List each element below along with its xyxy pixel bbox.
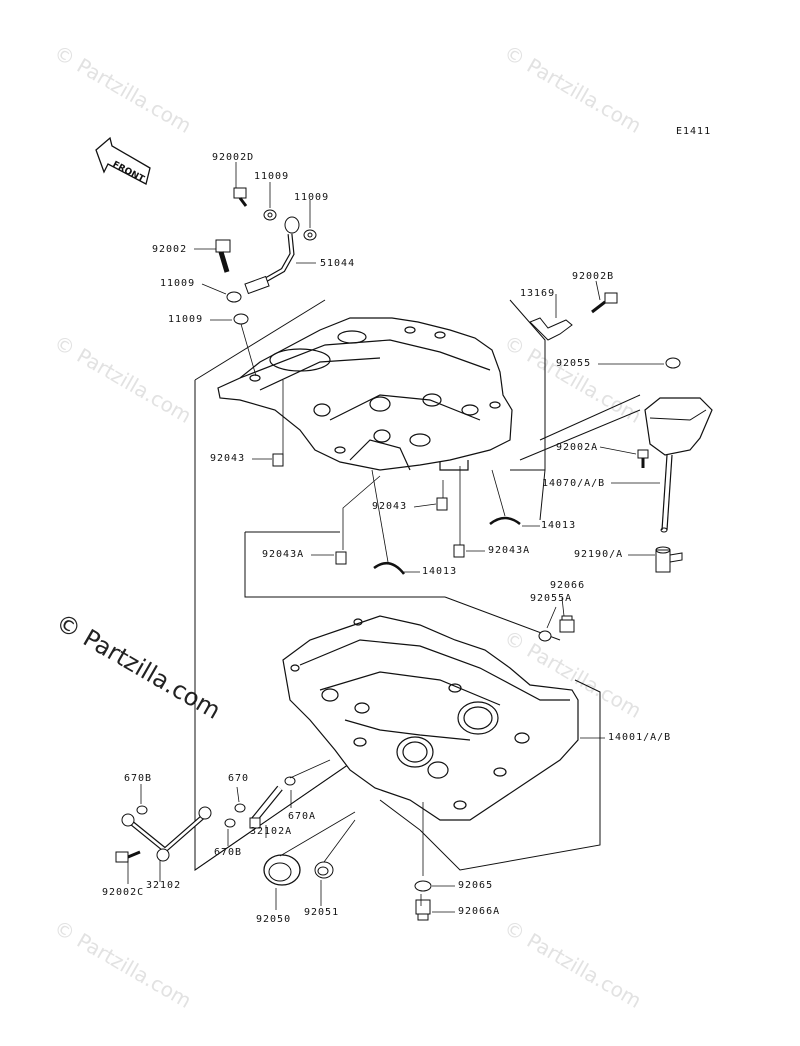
part-label-92043: 92043 (372, 501, 408, 512)
part-label-92066A: 92066A (458, 906, 501, 917)
part-label-14013: 14013 (422, 566, 458, 577)
part-label-670A: 670A (288, 811, 317, 822)
upper-crankcase (217, 317, 513, 471)
oil-pipe-51044 (244, 216, 300, 295)
bolt-92002A (637, 449, 649, 468)
bolt-92002D (233, 187, 248, 207)
bearing-14013 (373, 561, 405, 575)
part-label-14070: 14070/A/B (542, 478, 606, 489)
o-ring-670 (234, 803, 246, 813)
breather-cover-14070 (644, 357, 713, 533)
plug-92066 (559, 615, 575, 633)
part-label-92043A: 92043A (488, 545, 531, 556)
o-ring-670B (224, 818, 236, 828)
part-label-92043A: 92043A (262, 549, 305, 560)
part-label-32102A: 32102A (250, 826, 293, 837)
part-label-92190: 92190/A (574, 549, 624, 560)
bracket-13169 (529, 317, 573, 341)
banjo-bolt-92002 (215, 239, 231, 273)
o-ring-670B (136, 805, 148, 815)
grommet-92190 (655, 546, 683, 573)
part-label-670B: 670B (214, 847, 243, 858)
part-label-32102: 32102 (146, 880, 182, 891)
part-label-11009: 11009 (168, 314, 204, 325)
part-label-11009: 11009 (160, 278, 196, 289)
part-label-92051: 92051 (304, 907, 340, 918)
part-label-51044: 51044 (320, 258, 356, 269)
oil-seal-92050 (263, 854, 301, 886)
oil-pipe-32102 (121, 806, 212, 862)
part-label-92043: 92043 (210, 453, 246, 464)
part-label-92002C: 92002C (102, 887, 145, 898)
part-label-92002B: 92002B (572, 271, 615, 282)
dowel-pin-92043A (453, 544, 465, 558)
dowel-pin-92043A (335, 551, 347, 565)
part-label-92055A: 92055A (530, 593, 573, 604)
dowel-pin-92043 (436, 497, 448, 511)
part-label-11009: 11009 (294, 192, 330, 203)
part-label-670: 670 (228, 773, 250, 784)
washer-11009 (263, 209, 277, 221)
leader-lines (127, 162, 664, 913)
part-label-92050: 92050 (256, 914, 292, 925)
part-label-13169: 13169 (520, 288, 556, 299)
lower-crankcase (282, 615, 579, 821)
oil-seal-92051 (314, 861, 334, 879)
part-label-92066: 92066 (550, 580, 586, 591)
part-label-92065: 92065 (458, 880, 494, 891)
washer-11009 (226, 291, 242, 303)
washer-11009 (303, 229, 317, 241)
plug-92066A (415, 899, 431, 921)
part-label-92002: 92002 (152, 244, 188, 255)
part-label-92055: 92055 (556, 358, 592, 369)
part-label-92002A: 92002A (556, 442, 599, 453)
washer-11009 (233, 313, 249, 325)
gasket-92055A (538, 630, 552, 642)
part-label-14001: 14001/A/B (608, 732, 672, 743)
front-arrow-icon: FRONT (95, 136, 151, 185)
oil-pipe-32102A (249, 785, 283, 829)
part-label-11009: 11009 (254, 171, 290, 182)
part-label-92002D: 92002D (212, 152, 255, 163)
bearing-14013 (489, 516, 521, 526)
figure-code: E1411 (676, 126, 712, 137)
dowel-pin-92043 (272, 453, 284, 467)
bolt-92002B (591, 292, 618, 314)
o-ring-670A (284, 776, 296, 786)
bolt-92002C (115, 850, 141, 863)
gasket-92065 (414, 880, 432, 892)
part-label-14013: 14013 (541, 520, 577, 531)
part-label-670B: 670B (124, 773, 153, 784)
